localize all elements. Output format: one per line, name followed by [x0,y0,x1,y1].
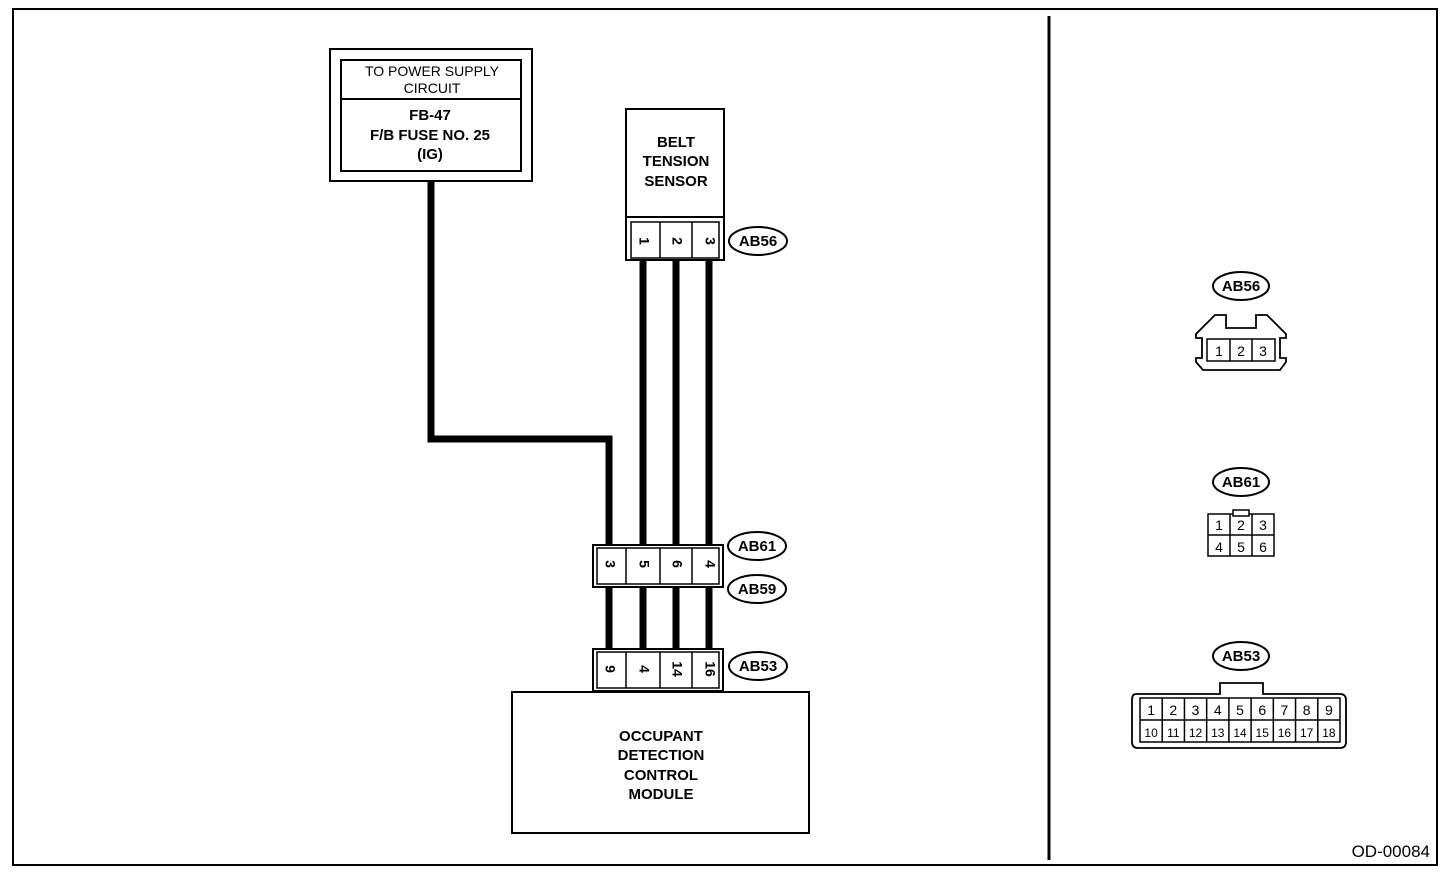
svg-text:1: 1 [1215,343,1223,359]
ab56-face-view: AB56 1 2 3 [1195,271,1287,371]
ab53-pin-9: 9 [602,665,618,673]
sensor-label-1: BELT [657,134,695,151]
ab53-face-pin: 11 [1167,726,1180,740]
ab53-pin-16: 16 [702,661,718,677]
ab59-badge: AB59 [727,574,787,604]
ab53-face-pin: 7 [1281,702,1289,718]
ab53-face-pin: 18 [1322,726,1336,740]
svg-text:6: 6 [1259,539,1267,555]
ab61-pin-4: 4 [702,560,718,568]
ab53-pin-14: 14 [669,661,685,677]
svg-text:AB53: AB53 [739,658,777,675]
fuse-label-2: F/B FUSE NO. 25 [370,127,490,144]
ab53-face-pin: 2 [1169,702,1177,718]
ab53-face-pin: 17 [1300,726,1314,740]
svg-text:AB56: AB56 [739,233,777,250]
svg-text:1: 1 [1215,517,1223,533]
svg-text:AB53: AB53 [1222,648,1260,665]
ab56-pin-1: 1 [636,237,652,245]
svg-text:AB61: AB61 [1222,474,1260,491]
power-supply-header-1: TO POWER SUPPLY [365,63,500,79]
fuse-label-1: FB-47 [409,107,451,124]
wires [427,180,713,655]
ab61-pin-5: 5 [636,560,652,568]
ab53-face-pin: 9 [1325,702,1333,718]
ab61-pin-3: 3 [602,560,618,568]
ab61-pin-6: 6 [669,560,685,568]
ab56-pin-3: 3 [702,237,718,245]
ab53-face-pin: 5 [1236,702,1244,718]
ab56-connector-strip: 1 2 3 [625,216,725,261]
svg-text:AB61: AB61 [738,538,776,555]
svg-text:5: 5 [1237,539,1245,555]
svg-text:AB56: AB56 [1222,278,1260,295]
ab56-badge: AB56 [728,226,788,256]
ab53-face-pin: 1 [1147,702,1155,718]
ab53-face-pin: 4 [1214,702,1222,718]
figure-id: OD-00084 [1352,842,1430,861]
ab61-badge: AB61 [727,531,787,561]
ab53-face-pin: 3 [1192,702,1200,718]
ab53-connector-strip: 9 4 14 16 [592,648,724,692]
power-supply-box: TO POWER SUPPLY CIRCUIT FB-47 F/B FUSE N… [329,48,533,182]
power-wire [427,180,613,548]
fuse-label-3: (IG) [417,146,443,163]
ab53-face-pin: 8 [1303,702,1311,718]
occupant-detection-module: OCCUPANT DETECTION CONTROL MODULE [511,691,810,834]
ab53-face-pin: 13 [1211,726,1225,740]
ab53-pin-4: 4 [636,665,652,673]
module-label-2: DETECTION [618,747,705,764]
ab53-face-pin: 15 [1256,726,1270,740]
module-label-3: CONTROL [624,767,698,784]
sensor-label-2: TENSION [643,153,710,170]
ab61-face-view: AB61 1 2 3 4 5 6 [1207,467,1275,557]
ab53-face-pin: 16 [1278,726,1292,740]
svg-text:2: 2 [1237,343,1245,359]
ab56-pin-2: 2 [669,237,685,245]
svg-text:3: 3 [1259,343,1267,359]
svg-text:2: 2 [1237,517,1245,533]
ab53-badge: AB53 [728,651,788,681]
svg-text:4: 4 [1215,539,1223,555]
ab53-face-pin: 12 [1189,726,1203,740]
svg-text:AB59: AB59 [738,581,776,598]
belt-tension-sensor: BELT TENSION SENSOR [625,108,725,218]
ab53-face-pin: 10 [1144,726,1158,740]
sensor-label-3: SENSOR [644,173,708,190]
ab53-face-pin: 14 [1233,726,1247,740]
ab61-ab59-junction: 3 5 6 4 [592,544,724,588]
outer-frame [12,8,1438,866]
module-label-4: MODULE [629,786,694,803]
module-label-1: OCCUPANT [619,728,703,745]
power-supply-header-2: CIRCUIT [404,80,461,96]
svg-text:3: 3 [1259,517,1267,533]
ab53-face-pin: 6 [1258,702,1266,718]
